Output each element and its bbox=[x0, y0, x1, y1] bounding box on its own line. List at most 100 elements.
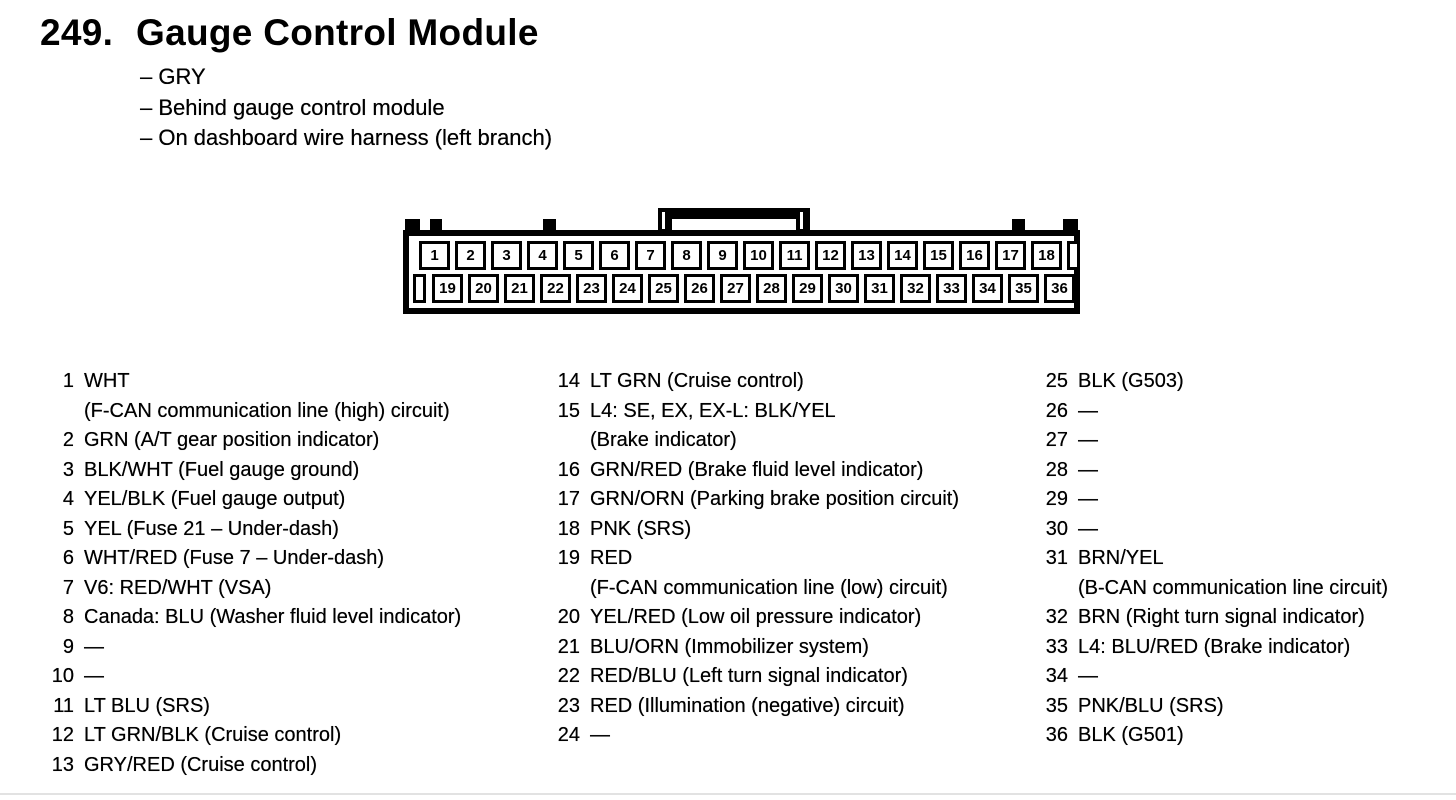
connector-pin-cavity: 16 bbox=[959, 240, 990, 270]
pin-number: 26 bbox=[1045, 399, 1068, 422]
pin-description-line: L4: SE, EX, EX-L: BLK/YEL bbox=[590, 399, 836, 422]
pin-list-item: 22 RED/BLU (Left turn signal indicator) bbox=[548, 662, 1036, 692]
pin-description-line: (F-CAN communication line (high) circuit… bbox=[84, 399, 450, 422]
pin-number: 34 bbox=[1045, 665, 1068, 687]
pin-list-item: 30— bbox=[1036, 515, 1456, 545]
pin-description-line: BRN/YEL bbox=[1078, 547, 1164, 569]
pin-description-line: — bbox=[1078, 399, 1098, 422]
connector-pin-cavity: 33 bbox=[936, 274, 967, 304]
pin-number: 32 bbox=[1045, 606, 1068, 628]
connector-pin-cavity: 11 bbox=[779, 240, 810, 270]
pin-description-line: GRY/RED (Cruise control) bbox=[84, 753, 318, 776]
pin-number: 24 bbox=[557, 724, 580, 746]
page-edge-shadow bbox=[0, 793, 1456, 795]
pin-description-line: PNK/BLU (SRS) bbox=[1078, 694, 1224, 717]
pin-description: L4: BLU/RED (Brake indicator) bbox=[1078, 633, 1456, 663]
pin-description-line: RED (Illumination (negative) circuit) bbox=[590, 694, 905, 717]
pin-number: 4 bbox=[62, 488, 74, 510]
pin-description: — bbox=[1078, 397, 1456, 427]
pin-description: YEL/RED (Low oil pressure indicator) bbox=[590, 603, 1036, 633]
connector-key-tab bbox=[543, 219, 556, 232]
pin-description-line: (F-CAN communication line (low) circuit) bbox=[590, 576, 948, 599]
pin-description: GRY/RED (Cruise control) bbox=[84, 751, 542, 781]
pin-list-item: 21 BLU/ORN (Immobilizer system) bbox=[548, 633, 1036, 663]
connector-pin-cavity: 36 bbox=[1044, 274, 1075, 304]
note-line: – GRY bbox=[140, 64, 206, 89]
latch-post-slot bbox=[800, 212, 803, 229]
pin-description-line: YEL (Fuse 21 – Under-dash) bbox=[84, 517, 339, 540]
pin-number: 21 bbox=[557, 635, 580, 658]
pin-description: V6: RED/WHT (VSA) bbox=[84, 574, 542, 604]
pin-list-item: 5 YEL (Fuse 21 – Under-dash) bbox=[42, 515, 542, 545]
pin-description-line: — bbox=[84, 665, 104, 687]
connector-pin-cavity: 8 bbox=[671, 240, 702, 270]
latch-post-slot bbox=[662, 212, 665, 229]
pin-description: — bbox=[84, 662, 542, 692]
pin-description: Canada: BLU (Washer fluid level indicato… bbox=[84, 603, 542, 633]
connector-pin-cavity: 29 bbox=[792, 274, 823, 304]
pin-description: BLK (G503) bbox=[1078, 367, 1456, 397]
pin-description: WHT/RED (Fuse 7 – Under-dash) bbox=[84, 544, 542, 574]
connector-pin-cavity: 22 bbox=[540, 274, 571, 304]
connector-pin-cavity: 9 bbox=[707, 240, 738, 270]
pin-list-item: 24— bbox=[548, 721, 1036, 751]
connector-pin-cavity: 15 bbox=[923, 240, 954, 270]
pin-list-item: 19 RED (F-CAN communication line (low) cir… bbox=[548, 544, 1036, 603]
pin-number: 31 bbox=[1045, 547, 1068, 569]
pin-number: 10 bbox=[51, 665, 74, 687]
connector-pin-cavity: 1 bbox=[419, 240, 450, 270]
pin-number: 19 bbox=[557, 547, 580, 569]
pin-list-item: 6 WHT/RED (Fuse 7 – Under-dash) bbox=[42, 544, 542, 574]
pin-number: 6 bbox=[62, 547, 74, 569]
pin-number: 15 bbox=[557, 399, 580, 422]
pin-number: 13 bbox=[51, 753, 74, 776]
pin-list-item: 4 YEL/BLK (Fuel gauge output) bbox=[42, 485, 542, 515]
pin-description-line: WHT bbox=[84, 370, 130, 392]
connector-pin-cavity: 6 bbox=[599, 240, 630, 270]
pin-description: RED (Illumination (negative) circuit) bbox=[590, 692, 1036, 722]
pin-description: YEL (Fuse 21 – Under-dash) bbox=[84, 515, 542, 545]
connector-pin-cavity: 3 bbox=[491, 240, 522, 270]
pin-list-item: 34— bbox=[1036, 662, 1456, 692]
pin-description-line: BLK (G501) bbox=[1078, 724, 1184, 746]
pin-description-line: RED/BLU (Left turn signal indicator) bbox=[590, 665, 908, 687]
pin-description-line: BLK/WHT (Fuel gauge ground) bbox=[84, 458, 360, 481]
pin-description: LT GRN/BLK (Cruise control) bbox=[84, 721, 542, 751]
connector-pin-cavity: 20 bbox=[468, 274, 499, 304]
pin-description-line: (Brake indicator) bbox=[590, 429, 737, 451]
pin-description-line: YEL/RED (Low oil pressure indicator) bbox=[590, 606, 922, 628]
pin-description-line: GRN/ORN (Parking brake position circuit) bbox=[590, 488, 959, 510]
pin-description: LT BLU (SRS) bbox=[84, 692, 542, 722]
connector-pin-cavity: 32 bbox=[900, 274, 931, 304]
pin-description-line: V6: RED/WHT (VSA) bbox=[84, 576, 272, 599]
page-title: 249.Gauge Control Module bbox=[40, 12, 539, 54]
pin-description-line: — bbox=[1078, 429, 1098, 451]
pin-description: BLU/ORN (Immobilizer system) bbox=[590, 633, 1036, 663]
connector-pin-cavity: 31 bbox=[864, 274, 895, 304]
pin-description-line: RED bbox=[590, 547, 633, 569]
connector-pin-cavity: 23 bbox=[576, 274, 607, 304]
connector-pin-cavity: 24 bbox=[612, 274, 643, 304]
pin-number: 5 bbox=[62, 517, 74, 540]
pin-description: LT GRN (Cruise control) bbox=[590, 367, 1036, 397]
pin-description: YEL/BLK (Fuel gauge output) bbox=[84, 485, 542, 515]
pin-number: 20 bbox=[557, 606, 580, 628]
pin-description: BLK (G501) bbox=[1078, 721, 1456, 751]
pin-list-item: 15 L4: SE, EX, EX-L: BLK/YEL (Brake indica… bbox=[548, 397, 1036, 456]
pin-number: 22 bbox=[557, 665, 580, 687]
pin-description-line: L4: BLU/RED (Brake indicator) bbox=[1078, 635, 1351, 658]
connector-pin-cavity: 30 bbox=[828, 274, 859, 304]
pin-number: 36 bbox=[1045, 724, 1068, 746]
